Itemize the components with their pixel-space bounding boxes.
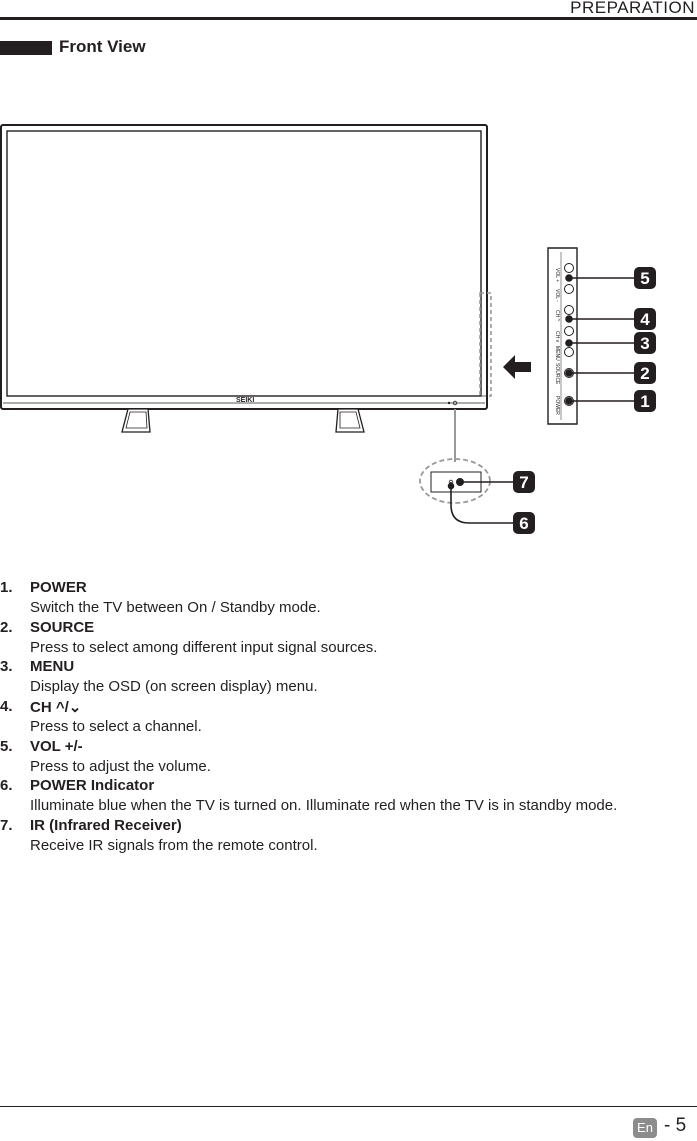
- svg-text:MENU: MENU: [554, 346, 560, 361]
- item-term: MENU: [30, 658, 75, 676]
- section-title: Front View: [59, 37, 146, 56]
- item-description: Illuminate blue when the TV is turned on…: [30, 797, 618, 815]
- callout-3: 3: [634, 332, 656, 354]
- item-number: 2.: [0, 618, 13, 636]
- svg-text:2: 2: [640, 364, 649, 383]
- item-number: 5.: [0, 737, 13, 755]
- header-title: PREPARATION: [570, 0, 695, 17]
- callout-2: 2: [634, 362, 656, 384]
- feature-list: 1. POWER Switch the TV between On / Stan…: [0, 579, 697, 857]
- item-description: Receive IR signals from the remote contr…: [30, 837, 318, 855]
- item-number: 6.: [0, 777, 13, 795]
- list-item: 3. MENU Display the OSD (on screen displ…: [0, 658, 697, 698]
- list-item: 1. POWER Switch the TV between On / Stan…: [0, 579, 697, 619]
- callout-6: 6: [513, 512, 535, 534]
- indicator-detail-highlight: [419, 458, 491, 504]
- tv-front-view-figure: SEIKI VOL + VOL - CH ^: [0, 110, 697, 550]
- language-badge: En: [633, 1118, 657, 1138]
- callout-7: 7: [513, 471, 535, 493]
- tv-illustration: SEIKI: [0, 124, 488, 433]
- item-term: POWER: [30, 579, 87, 596]
- item-description: Display the OSD (on screen display) menu…: [30, 678, 318, 696]
- list-item: 5. VOL +/- Press to adjust the volume.: [0, 738, 697, 778]
- item-description: Press to adjust the volume.: [30, 757, 211, 775]
- item-term: VOL +/-: [30, 737, 83, 755]
- footer-rule: [0, 1106, 697, 1107]
- page-number: - 5: [664, 1115, 687, 1136]
- svg-text:VOL +: VOL +: [554, 268, 560, 282]
- item-description: Press to select a channel.: [30, 718, 202, 736]
- svg-text:6: 6: [519, 514, 528, 533]
- list-item: 7. IR (Infrared Receiver) Receive IR sig…: [0, 817, 697, 857]
- side-buttons-highlight: [479, 292, 492, 397]
- svg-text:5: 5: [640, 269, 649, 288]
- callout-4: 4: [634, 308, 656, 330]
- arrow-icon: [503, 355, 531, 379]
- svg-text:VOL -: VOL -: [554, 289, 560, 302]
- item-description: Press to select among different input si…: [30, 638, 378, 656]
- svg-text:SOURCE: SOURCE: [554, 363, 560, 385]
- side-button-panel: VOL + VOL - CH ^ CH v MENU SOURCE POWER: [547, 247, 578, 425]
- callout-1: 1: [634, 390, 656, 412]
- item-term: CH ^/⌄: [30, 699, 82, 717]
- svg-text:4: 4: [640, 310, 650, 329]
- item-number: 3.: [0, 658, 13, 676]
- item-description: Switch the TV between On / Standby mode.: [30, 599, 321, 616]
- item-term: POWER Indicator: [30, 777, 155, 795]
- svg-text:1: 1: [640, 392, 649, 411]
- svg-text:CH ^: CH ^: [554, 310, 560, 322]
- svg-text:CH v: CH v: [554, 331, 560, 343]
- list-item: 6. POWER Indicator Illuminate blue when …: [0, 777, 697, 817]
- svg-text:3: 3: [640, 334, 649, 353]
- item-number: 4.: [0, 698, 13, 716]
- header-rule: [0, 17, 697, 20]
- tv-brand-logo: SEIKI: [236, 397, 254, 404]
- list-item: 4. CH ^/⌄ Press to select a channel.: [0, 698, 697, 738]
- item-term: IR (Infrared Receiver): [30, 817, 182, 835]
- list-item: 2. SOURCE Press to select among differen…: [0, 619, 697, 659]
- section-marker: [0, 41, 52, 55]
- item-term: SOURCE: [30, 618, 95, 636]
- svg-text:7: 7: [519, 473, 528, 492]
- svg-text:POWER: POWER: [554, 396, 560, 415]
- item-number: 1.: [0, 579, 13, 596]
- item-number: 7.: [0, 817, 13, 835]
- callout-5: 5: [634, 267, 656, 289]
